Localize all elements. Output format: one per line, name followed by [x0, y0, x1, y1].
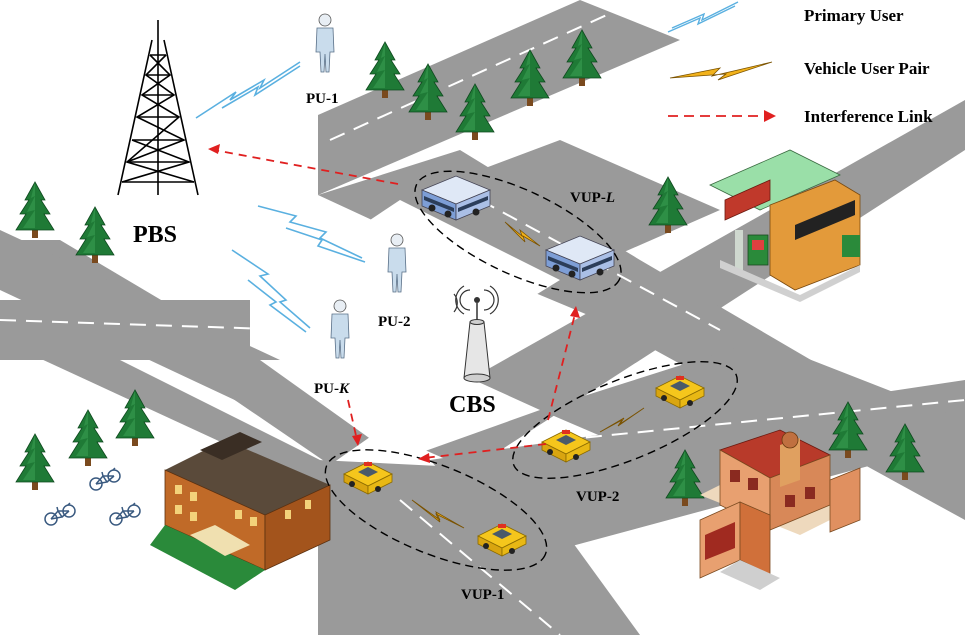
pu-2-label: PU-2: [378, 314, 411, 330]
legend-vehicle-user-pair-label: Vehicle User Pair: [804, 59, 930, 78]
vehicle-user-pair-links: [411, 221, 645, 529]
shop-building-icon: [699, 429, 861, 590]
bicycles: [44, 467, 141, 526]
cbs-label: CBS: [449, 392, 496, 418]
pine-tree-icon: [68, 409, 108, 467]
pu-k-label: PU-K: [314, 381, 350, 397]
pine-tree-icon: [15, 181, 55, 239]
base-station-antenna-icon: [453, 285, 499, 383]
vehicle-user-pair-groups: [324, 170, 738, 571]
legend-primary-user-label: Primary User: [804, 6, 904, 25]
vup-2-label: VUP-2: [576, 489, 620, 505]
interference-links: [213, 149, 576, 459]
pu-1-label: PU-1: [306, 91, 339, 107]
bicycle-icon: [109, 502, 141, 526]
interference-arrowheads: [208, 144, 580, 463]
pine-tree-icon: [15, 433, 55, 491]
lattice-tower-icon: [117, 20, 199, 196]
gas-station-icon: [709, 149, 861, 302]
bicycle-icon: [89, 467, 121, 491]
vup-1-label: VUP-1: [461, 587, 505, 603]
pbs-label: PBS: [133, 222, 178, 248]
pine-tree-icon: [75, 206, 115, 264]
legend-interference-link-label: Interference Link: [804, 107, 933, 126]
legend-interference-link-symbol: [668, 110, 776, 122]
legend-primary-user-symbol: [667, 1, 739, 33]
vup-l-label: VUP-L: [570, 190, 615, 206]
bicycle-icon: [44, 502, 76, 526]
primary-user-links: [195, 61, 366, 333]
legend-vehicle-user-pair-symbol: [669, 61, 773, 81]
school-building-icon: [150, 432, 331, 590]
